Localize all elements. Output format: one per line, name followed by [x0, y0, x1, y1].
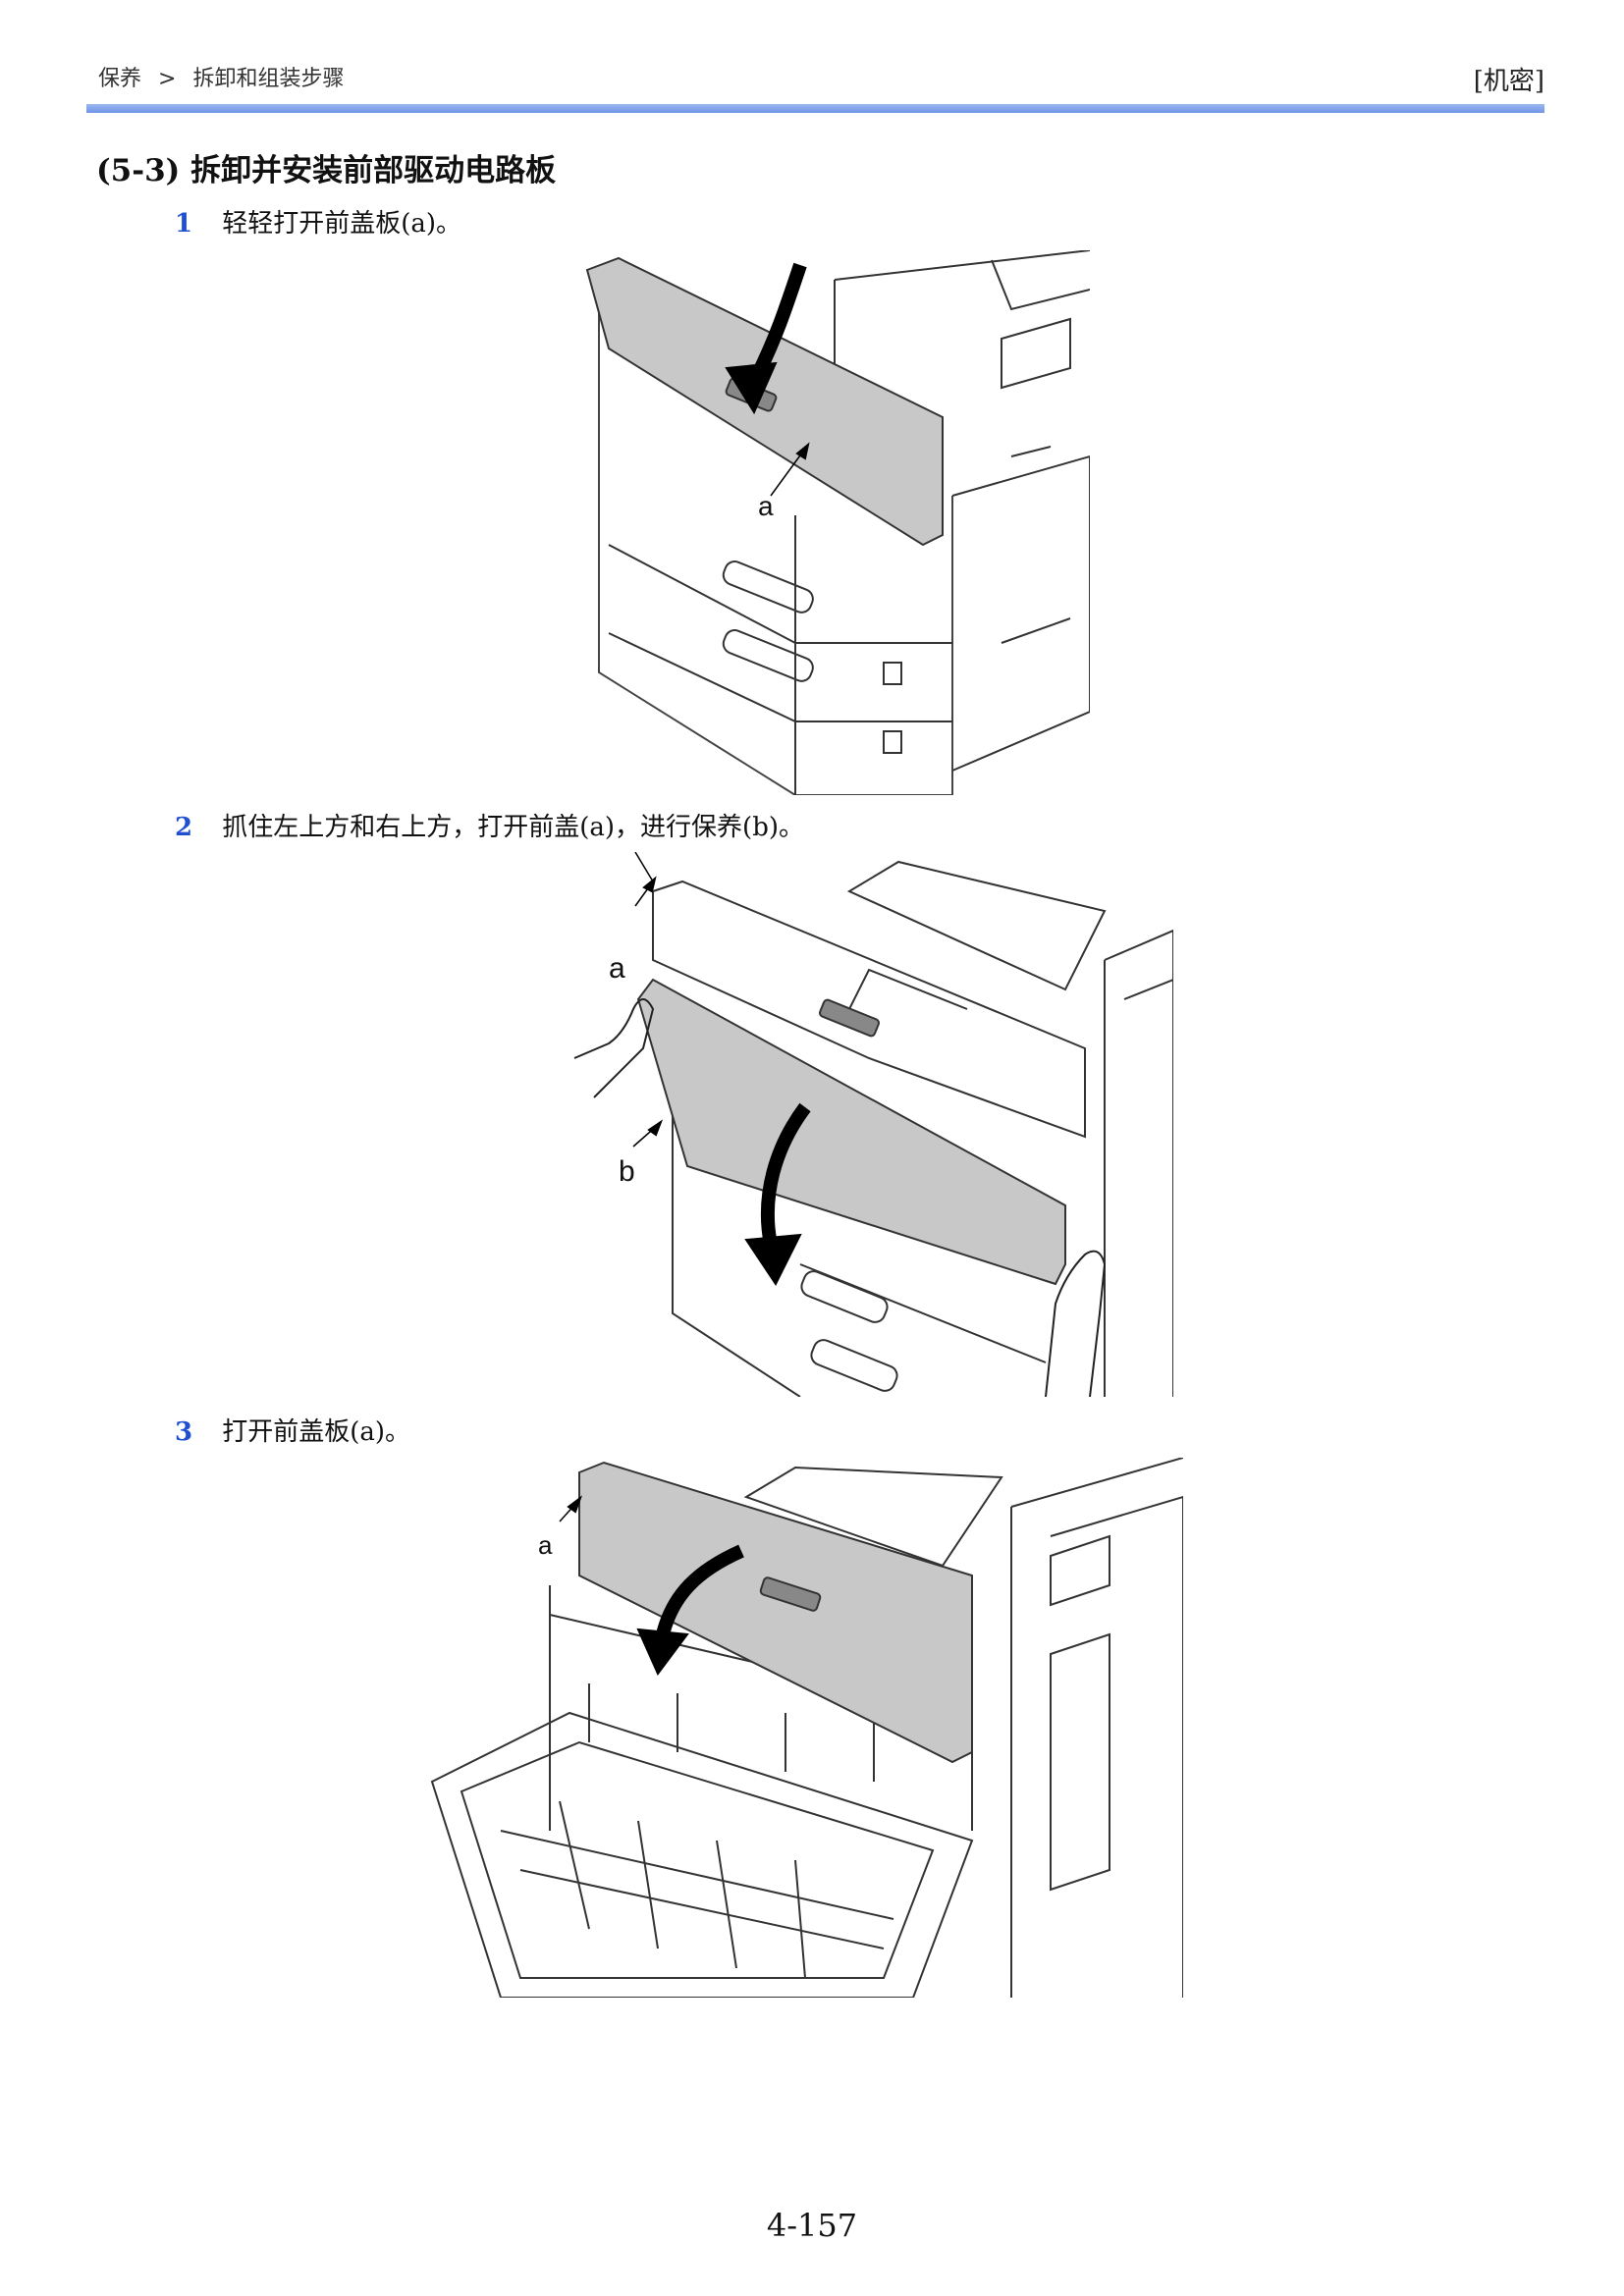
step-number: 3 — [175, 1417, 193, 1447]
breadcrumb-item-disassembly[interactable]: 拆卸和组装步骤 — [192, 67, 345, 91]
breadcrumb-item-maintenance[interactable]: 保养 — [98, 67, 142, 91]
figure-step-1-illustration: a — [585, 250, 1090, 795]
step-1: 1 轻轻打开前盖板(a)。 — [175, 203, 461, 240]
step-text: 打开前盖板(a)。 — [222, 1417, 411, 1447]
page-header: 保养 > 拆卸和组装步骤 [机密] — [86, 57, 1544, 96]
callout-label-b: b — [619, 1155, 635, 1188]
page-number: 4-157 — [766, 2207, 858, 2244]
step-number: 1 — [175, 209, 193, 239]
section-title: (5-3) 拆卸并安装前部驱动电路板 — [96, 153, 557, 188]
step-number: 2 — [175, 813, 193, 842]
confidential-label: [机密] — [1473, 67, 1544, 96]
callout-label-a: a — [538, 1530, 553, 1560]
figure-step-2-illustration: a b — [573, 852, 1173, 1397]
breadcrumb-separator: > — [158, 67, 177, 91]
step-text: 抓住左上方和右上方，打开前盖(a)，进行保养(b)。 — [222, 813, 804, 842]
step-text: 轻轻打开前盖板(a)。 — [222, 209, 462, 239]
callout-label-a: a — [609, 952, 625, 985]
breadcrumb: 保养 > 拆卸和组装步骤 — [98, 61, 353, 92]
callout-label-a: a — [758, 491, 774, 521]
figure-step-3-illustration: a — [430, 1458, 1183, 1998]
step-3: 3 打开前盖板(a)。 — [175, 1412, 410, 1448]
header-rule — [86, 104, 1544, 113]
step-2: 2 抓住左上方和右上方，打开前盖(a)，进行保养(b)。 — [175, 807, 804, 843]
